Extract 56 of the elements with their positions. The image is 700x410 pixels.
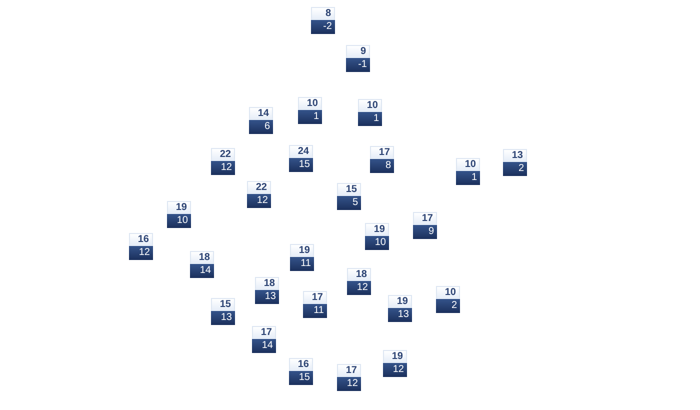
count-label: 18 (347, 268, 371, 281)
value-label: 12 (247, 194, 271, 208)
count-label: 18 (190, 251, 214, 264)
count-label: 18 (255, 277, 279, 290)
value-label: 13 (255, 290, 279, 304)
count-label: 17 (252, 326, 276, 339)
count-label: 22 (211, 148, 235, 161)
value-label: 11 (303, 304, 327, 318)
count-label: 24 (289, 145, 313, 158)
value-label: 8 (370, 159, 394, 173)
value-label: 15 (289, 158, 313, 172)
value-label: 14 (252, 339, 276, 353)
count-label: 8 (311, 7, 335, 20)
count-label: 17 (413, 212, 437, 225)
count-label: 19 (388, 295, 412, 308)
count-label: 19 (167, 201, 191, 214)
value-label: 12 (337, 377, 361, 391)
value-label: 12 (347, 281, 371, 295)
value-label: 13 (211, 311, 235, 325)
count-label: 19 (383, 350, 407, 363)
count-label: 10 (298, 97, 322, 110)
value-label: 12 (211, 161, 235, 175)
count-label: 14 (249, 107, 273, 120)
value-label: 1 (456, 171, 480, 185)
value-label: 1 (358, 112, 382, 126)
count-label: 22 (247, 181, 271, 194)
value-label: 1 (298, 110, 322, 124)
value-label: 2 (436, 299, 460, 313)
count-label: 17 (303, 291, 327, 304)
value-label: 14 (190, 264, 214, 278)
value-label: -1 (346, 58, 370, 72)
value-label: -2 (311, 20, 335, 34)
count-label: 15 (211, 298, 235, 311)
count-label: 15 (337, 183, 361, 196)
count-label: 19 (290, 244, 314, 257)
value-label: 10 (167, 214, 191, 228)
value-label: 12 (129, 246, 153, 260)
value-label: 5 (337, 196, 361, 210)
count-label: 19 (365, 223, 389, 236)
value-label: 15 (289, 371, 313, 385)
value-label: 13 (388, 308, 412, 322)
count-label: 17 (337, 364, 361, 377)
count-label: 10 (456, 158, 480, 171)
count-label: 16 (129, 233, 153, 246)
count-label: 10 (436, 286, 460, 299)
value-label: 6 (249, 120, 273, 134)
count-label: 16 (289, 358, 313, 371)
count-label: 9 (346, 45, 370, 58)
value-label: 12 (383, 363, 407, 377)
value-label: 2 (503, 162, 527, 176)
count-label: 10 (358, 99, 382, 112)
value-label: 11 (290, 257, 314, 271)
value-label: 9 (413, 225, 437, 239)
count-label: 13 (503, 149, 527, 162)
count-label: 17 (370, 146, 394, 159)
value-label: 10 (365, 236, 389, 250)
